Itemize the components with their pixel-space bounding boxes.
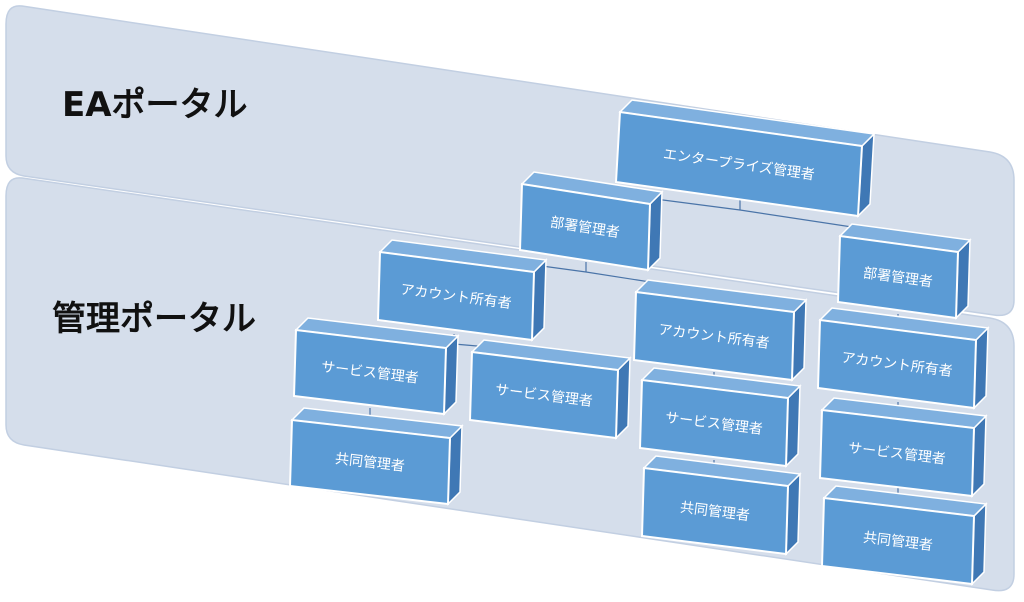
node-front-face bbox=[518, 182, 652, 272]
node-enterprise-admin: エンタープライズ管理者 bbox=[614, 99, 876, 218]
node-co-admin-1: 共同管理者 bbox=[288, 407, 464, 506]
management-portal-label: 管理ポータル bbox=[52, 299, 256, 339]
node-front-face bbox=[836, 234, 960, 320]
node-front-face bbox=[818, 408, 976, 498]
ea-portal-label: EAポータル bbox=[62, 85, 248, 125]
node-account-owner-1: アカウント所有者 bbox=[376, 239, 548, 342]
node-front-face bbox=[468, 350, 620, 440]
node-front-face bbox=[640, 466, 790, 556]
node-dept-admin-left: 部署管理者 bbox=[518, 171, 664, 272]
node-account-owner-3: アカウント所有者 bbox=[816, 307, 990, 410]
node-front-face bbox=[614, 110, 864, 218]
node-front-face bbox=[820, 496, 976, 586]
node-service-admin-2: サービス管理者 bbox=[468, 339, 632, 440]
node-front-face bbox=[292, 328, 448, 416]
node-front-face bbox=[376, 250, 536, 342]
node-front-face bbox=[632, 290, 796, 382]
node-co-admin-2: 共同管理者 bbox=[640, 455, 802, 556]
node-front-face bbox=[638, 378, 790, 468]
node-label: 共同管理者 bbox=[334, 451, 405, 475]
node-front-face bbox=[288, 418, 452, 506]
node-dept-admin-right: 部署管理者 bbox=[836, 223, 972, 320]
node-service-admin-1: サービス管理者 bbox=[292, 317, 460, 416]
ea-portal-panel bbox=[5, 5, 1015, 317]
node-service-admin-3: サービス管理者 bbox=[638, 367, 802, 468]
node-account-owner-2: アカウント所有者 bbox=[632, 279, 808, 382]
node-co-admin-3: 共同管理者 bbox=[820, 485, 988, 586]
node-service-admin-4: サービス管理者 bbox=[818, 397, 988, 498]
node-front-face bbox=[816, 318, 978, 410]
nodes-layer: エンタープライズ管理者部署管理者部署管理者アカウント所有者アカウント所有者アカウ… bbox=[288, 99, 990, 586]
